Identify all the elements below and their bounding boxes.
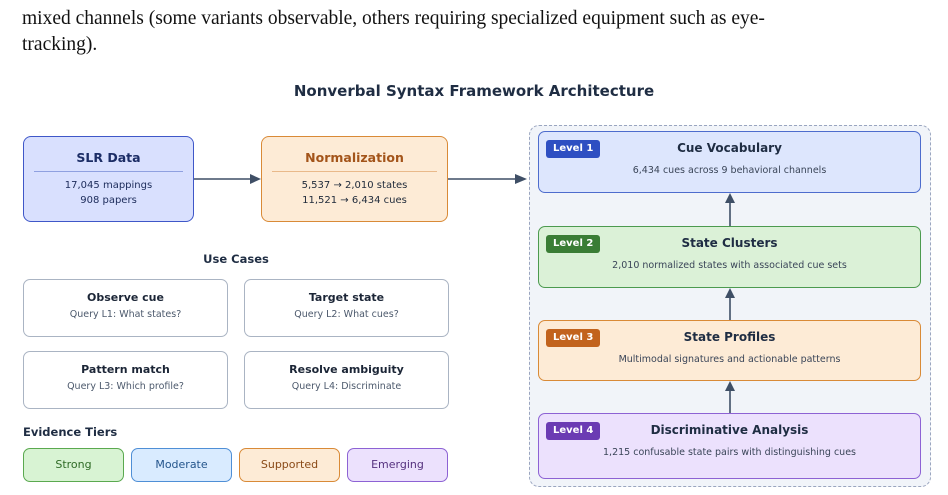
intro-paragraph: mixed channels (some variants observable… xyxy=(22,6,932,58)
intro-line-1: mixed channels (some variants observable… xyxy=(22,8,765,29)
level-2-to-1-arrow xyxy=(725,193,735,226)
slr-divider xyxy=(34,171,183,172)
slr-papers: 908 papers xyxy=(80,195,137,206)
use-case-resolve-ambiguity: Resolve ambiguity Query L4: Discriminate xyxy=(244,351,449,409)
tier-supported: Supported xyxy=(239,448,340,482)
use-case-query: Query L3: Which profile? xyxy=(67,381,184,392)
level-4-discriminative-analysis: Level 4 Discriminative Analysis 1,215 co… xyxy=(538,413,921,479)
tier-strong: Strong xyxy=(23,448,124,482)
normalization-box: Normalization 5,537 → 2,010 states 11,52… xyxy=(261,136,448,222)
level-title: Discriminative Analysis xyxy=(650,423,809,437)
level-badge: Level 1 xyxy=(546,140,601,158)
slr-to-normalization-arrow xyxy=(194,174,261,184)
tier-emerging: Emerging xyxy=(347,448,448,482)
use-case-observe-cue: Observe cue Query L1: What states? xyxy=(23,279,228,337)
slr-data-title: SLR Data xyxy=(76,150,141,165)
use-case-title: Target state xyxy=(308,291,385,304)
use-case-query: Query L4: Discriminate xyxy=(291,381,402,392)
level-description: Multimodal signatures and actionable pat… xyxy=(618,354,841,365)
level-description: 2,010 normalized states with associated … xyxy=(612,260,847,271)
tier-moderate: Moderate xyxy=(131,448,232,482)
normalization-title: Normalization xyxy=(305,150,404,165)
level-description: 1,215 confusable state pairs with distin… xyxy=(603,447,856,458)
normalization-cues: 11,521 → 6,434 cues xyxy=(302,195,407,206)
figure-title: Nonverbal Syntax Framework Architecture xyxy=(293,82,655,100)
level-title: Cue Vocabulary xyxy=(677,141,782,155)
use-case-target-state: Target state Query L2: What cues? xyxy=(244,279,449,337)
use-case-title: Observe cue xyxy=(87,291,164,304)
evidence-tiers-title: Evidence Tiers xyxy=(23,425,118,439)
use-case-pattern-match: Pattern match Query L3: Which profile? xyxy=(23,351,228,409)
intro-line-2: tracking). xyxy=(22,34,98,55)
level-1-cue-vocabulary: Level 1 Cue Vocabulary 6,434 cues across… xyxy=(538,131,921,193)
slr-mappings: 17,045 mappings xyxy=(64,180,153,191)
normalization-states: 5,537 → 2,010 states xyxy=(301,180,408,191)
level-description: 6,434 cues across 9 behavioral channels xyxy=(632,165,827,176)
use-cases-title: Use Cases xyxy=(203,252,269,266)
use-case-title: Resolve ambiguity xyxy=(289,363,404,376)
level-3-to-2-arrow xyxy=(725,288,735,320)
level-badge: Level 3 xyxy=(546,329,601,347)
use-case-query: Query L2: What cues? xyxy=(294,309,399,320)
level-3-state-profiles: Level 3 State Profiles Multimodal signat… xyxy=(538,320,921,381)
level-title: State Clusters xyxy=(681,236,778,250)
level-4-to-3-arrow xyxy=(725,381,735,413)
normalization-divider xyxy=(272,171,437,172)
level-badge: Level 2 xyxy=(546,235,601,253)
level-2-state-clusters: Level 2 State Clusters 2,010 normalized … xyxy=(538,226,921,288)
use-case-query: Query L1: What states? xyxy=(69,309,182,320)
normalization-to-levels-arrow xyxy=(448,174,527,184)
level-title: State Profiles xyxy=(683,330,776,344)
level-badge: Level 4 xyxy=(546,422,601,440)
slr-data-box: SLR Data 17,045 mappings 908 papers xyxy=(23,136,194,222)
use-case-title: Pattern match xyxy=(81,363,170,376)
